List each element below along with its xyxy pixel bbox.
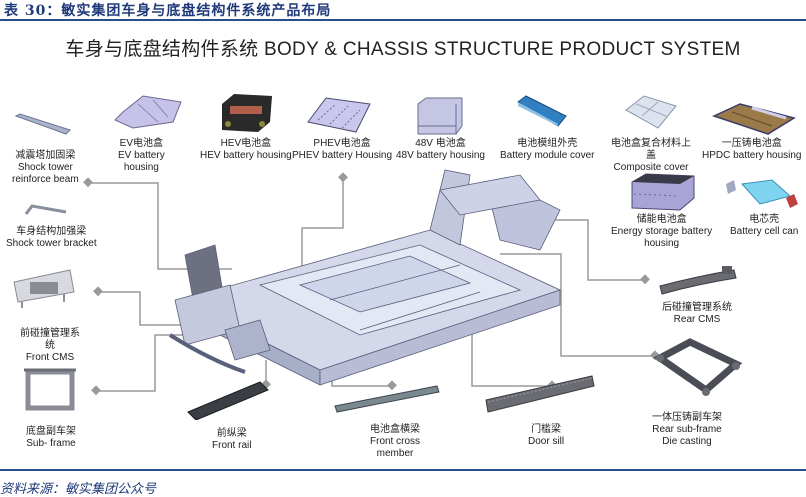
- front-cross-member-image: [333, 384, 441, 419]
- connector-front-cms: [98, 291, 202, 326]
- ev-battery-image: [113, 92, 183, 135]
- diamond-marker: [93, 286, 103, 297]
- connector-rear-subframe: [500, 253, 655, 357]
- 48v-battery-image: [416, 96, 464, 141]
- connector-sub-frame: [96, 334, 202, 392]
- hpdc-battery-image: [711, 102, 796, 141]
- diamond-marker: [83, 177, 93, 188]
- diamond-marker: [338, 172, 348, 183]
- composite-cover-image: [622, 94, 678, 139]
- diamond-marker: [640, 274, 650, 285]
- diagram-title: 车身与底盘结构件系统 BODY & CHASSIS STRUCTURE PROD…: [65, 39, 741, 60]
- front-rail-image: [186, 380, 270, 425]
- front-cms-image: [12, 268, 76, 315]
- shock-tower-bracket-image: [24, 202, 68, 221]
- cell-can-image: [720, 178, 802, 215]
- shock-tower-beam-image: [14, 112, 72, 141]
- connector-rear-cms: [530, 219, 645, 281]
- hev-battery-image: [218, 92, 274, 139]
- footer-rule: [0, 469, 806, 471]
- sub-frame-image: [22, 366, 78, 419]
- door-sill-image: [484, 374, 596, 419]
- phev-battery-image: [306, 96, 372, 139]
- source-note: 资料来源：敏实集团公众号: [0, 482, 157, 497]
- rear-cms-image: [658, 266, 738, 301]
- connector-ev-battery: [301, 178, 344, 269]
- energy-storage-image: [630, 172, 696, 217]
- chassis-illustration: [168, 169, 562, 386]
- module-cover-image: [516, 94, 568, 133]
- diamond-marker: [91, 385, 101, 396]
- figure-caption: 表 30：敏实集团车身与底盘结构件系统产品布局: [4, 3, 332, 19]
- rear-sub-frame-image: [650, 338, 743, 403]
- diamond-marker: [387, 380, 397, 391]
- header-rule: [0, 19, 806, 21]
